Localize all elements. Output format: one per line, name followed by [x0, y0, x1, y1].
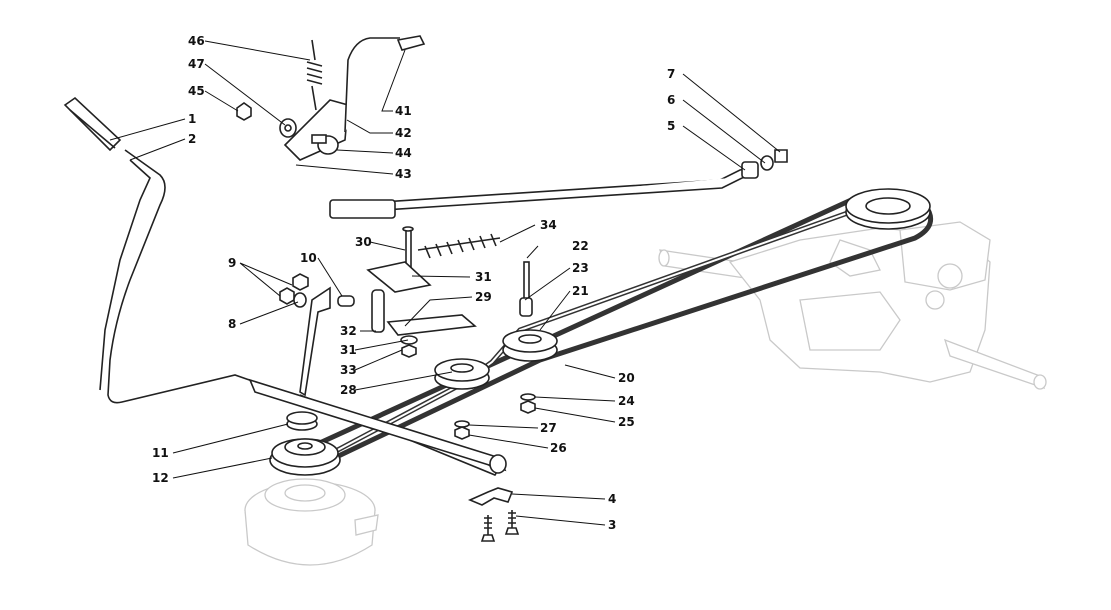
- pedal-pad: [63, 96, 122, 152]
- callout-11: 11: [152, 446, 169, 460]
- spacer-11: [286, 411, 318, 431]
- callout-20: 20: [618, 371, 635, 385]
- callout-41: 41: [395, 104, 412, 118]
- callout-8: 8: [228, 317, 236, 331]
- callout-10: 10: [300, 251, 317, 265]
- washer-47: [279, 118, 297, 138]
- callout-22: 22: [572, 239, 589, 253]
- callout-7: 7: [667, 67, 675, 81]
- callout-29: 29: [475, 290, 492, 304]
- callout-23: 23: [572, 261, 589, 275]
- callout-21: 21: [572, 284, 589, 298]
- callout-32: 32: [340, 324, 357, 338]
- cross-bar: [248, 378, 507, 474]
- bushing-32: [371, 289, 385, 333]
- arm-29: [386, 314, 477, 336]
- transmission-ghost: [658, 221, 1047, 390]
- callout-3: 3: [608, 518, 616, 532]
- callout-2: 2: [188, 132, 196, 146]
- callout-33: 33: [340, 363, 357, 377]
- spring-34: [417, 233, 501, 259]
- callout-31-lower: 31: [340, 343, 357, 357]
- linkage-rod: [329, 149, 788, 219]
- callout-9: 9: [228, 256, 236, 270]
- plate-31: [366, 261, 432, 293]
- spring-46: [306, 39, 323, 111]
- callout-25: 25: [618, 415, 635, 429]
- pin-44: [311, 134, 339, 155]
- knob-41: [396, 35, 426, 51]
- callout-44: 44: [395, 146, 412, 160]
- bracket-10: [299, 286, 355, 397]
- callout-labels: 46 47 45 1 2 41 42 44 43 7 6 5 34 30 31 …: [152, 34, 675, 532]
- bolt-22: [523, 261, 530, 303]
- spacer-23: [519, 297, 533, 317]
- clip-4: [467, 487, 514, 506]
- rod-42: [344, 37, 400, 133]
- nut-26: [454, 420, 470, 440]
- callout-47: 47: [188, 57, 205, 71]
- washer-31b: [400, 335, 418, 345]
- nut-9: [279, 273, 309, 305]
- callout-5: 5: [667, 119, 675, 133]
- callout-30: 30: [355, 235, 372, 249]
- callout-34: 34: [540, 218, 557, 232]
- callout-28: 28: [340, 383, 357, 397]
- screws-3: [480, 510, 520, 542]
- leader-lines: [109, 40, 781, 526]
- engine-pulley: [269, 438, 341, 476]
- nut-45: [236, 102, 252, 121]
- callout-24: 24: [618, 394, 635, 408]
- callout-27: 27: [540, 421, 557, 435]
- callout-6: 6: [667, 93, 675, 107]
- nut-33: [401, 344, 417, 358]
- callout-31-upper: 31: [475, 270, 492, 284]
- callout-4: 4: [608, 492, 616, 506]
- nut-24: [520, 393, 536, 414]
- callout-45: 45: [188, 84, 205, 98]
- callout-43: 43: [395, 167, 412, 181]
- clutch-ghost: [244, 478, 379, 566]
- callout-42: 42: [395, 126, 412, 140]
- callout-12: 12: [152, 471, 169, 485]
- callout-26: 26: [550, 441, 567, 455]
- transmission-pulley: [845, 188, 931, 230]
- idler-pulley-21: [502, 329, 558, 362]
- callout-1: 1: [188, 112, 196, 126]
- washer-8: [293, 292, 307, 308]
- callout-46: 46: [188, 34, 205, 48]
